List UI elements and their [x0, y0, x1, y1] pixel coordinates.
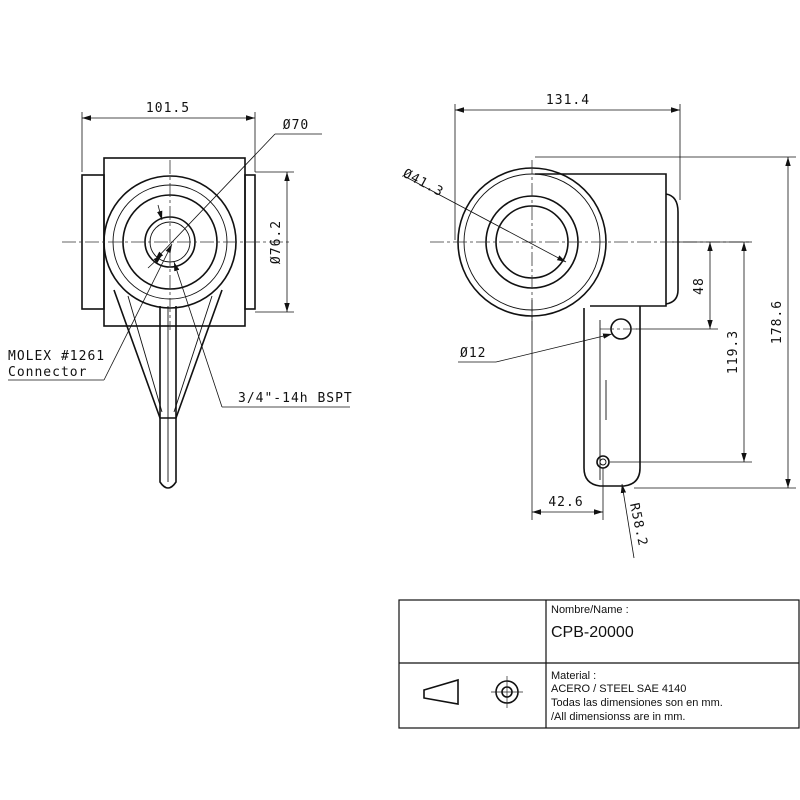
title-note-en: /All dimensionss are in mm.	[551, 711, 686, 723]
dim-48-text: 48	[692, 277, 707, 295]
leader-inner-top	[157, 204, 163, 221]
title-material-value: ACERO / STEEL SAE 4140	[551, 683, 686, 695]
leader-inner-bottom	[147, 254, 163, 269]
side-hole-small-inner	[599, 458, 607, 466]
title-block: Nombre/Name : CPB-20000 Material : ACERO…	[398, 599, 800, 729]
dim-119-text: 119.3	[726, 330, 741, 374]
leader-r58	[620, 483, 635, 559]
side-hole-small	[596, 455, 610, 469]
dim-r58-text: R58.2	[626, 502, 650, 548]
side-boss	[665, 193, 679, 305]
label-molex-line1: MOLEX #1261	[8, 349, 105, 364]
side-body	[535, 173, 667, 307]
title-name-value: CPB-20000	[551, 624, 634, 641]
dim-d41-text: Ø41.3	[400, 166, 446, 200]
title-material-label: Material :	[551, 670, 596, 682]
dim-side-width-text: 131.4	[546, 93, 590, 108]
front-lever-stem	[159, 306, 177, 489]
dim-42-text: 42.6	[548, 495, 583, 510]
front-lever-inner	[127, 295, 213, 413]
leader-d12	[495, 333, 613, 363]
dim-d70-text: Ø70	[283, 118, 309, 133]
dim-d12-text: Ø12	[460, 346, 486, 361]
side-arm	[583, 306, 641, 487]
dim-width-text: 101.5	[146, 101, 190, 116]
side-view: 131.4 Ø41.3 Ø12 48 119.3 178.6 42.6 R58.…	[400, 93, 796, 559]
leader-d41	[403, 175, 567, 263]
leader-molex	[103, 243, 173, 381]
label-molex-line2: Connector	[8, 365, 87, 380]
title-name-label: Nombre/Name :	[551, 604, 629, 616]
label-bspt: 3/4"-14h BSPT	[238, 391, 353, 406]
title-block-frame	[398, 599, 800, 729]
leader-bspt	[173, 261, 223, 408]
front-view: 101.5 Ø70 Ø76.2 MOLEX #1261 Connector 3/…	[8, 101, 353, 489]
dim-height-text: Ø76.2	[269, 220, 284, 264]
leader-d70	[154, 133, 276, 261]
title-note-es: Todas las dimensiones son en mm.	[551, 697, 723, 709]
projection-cone-icon	[423, 678, 459, 705]
dim-178-text: 178.6	[770, 300, 785, 344]
